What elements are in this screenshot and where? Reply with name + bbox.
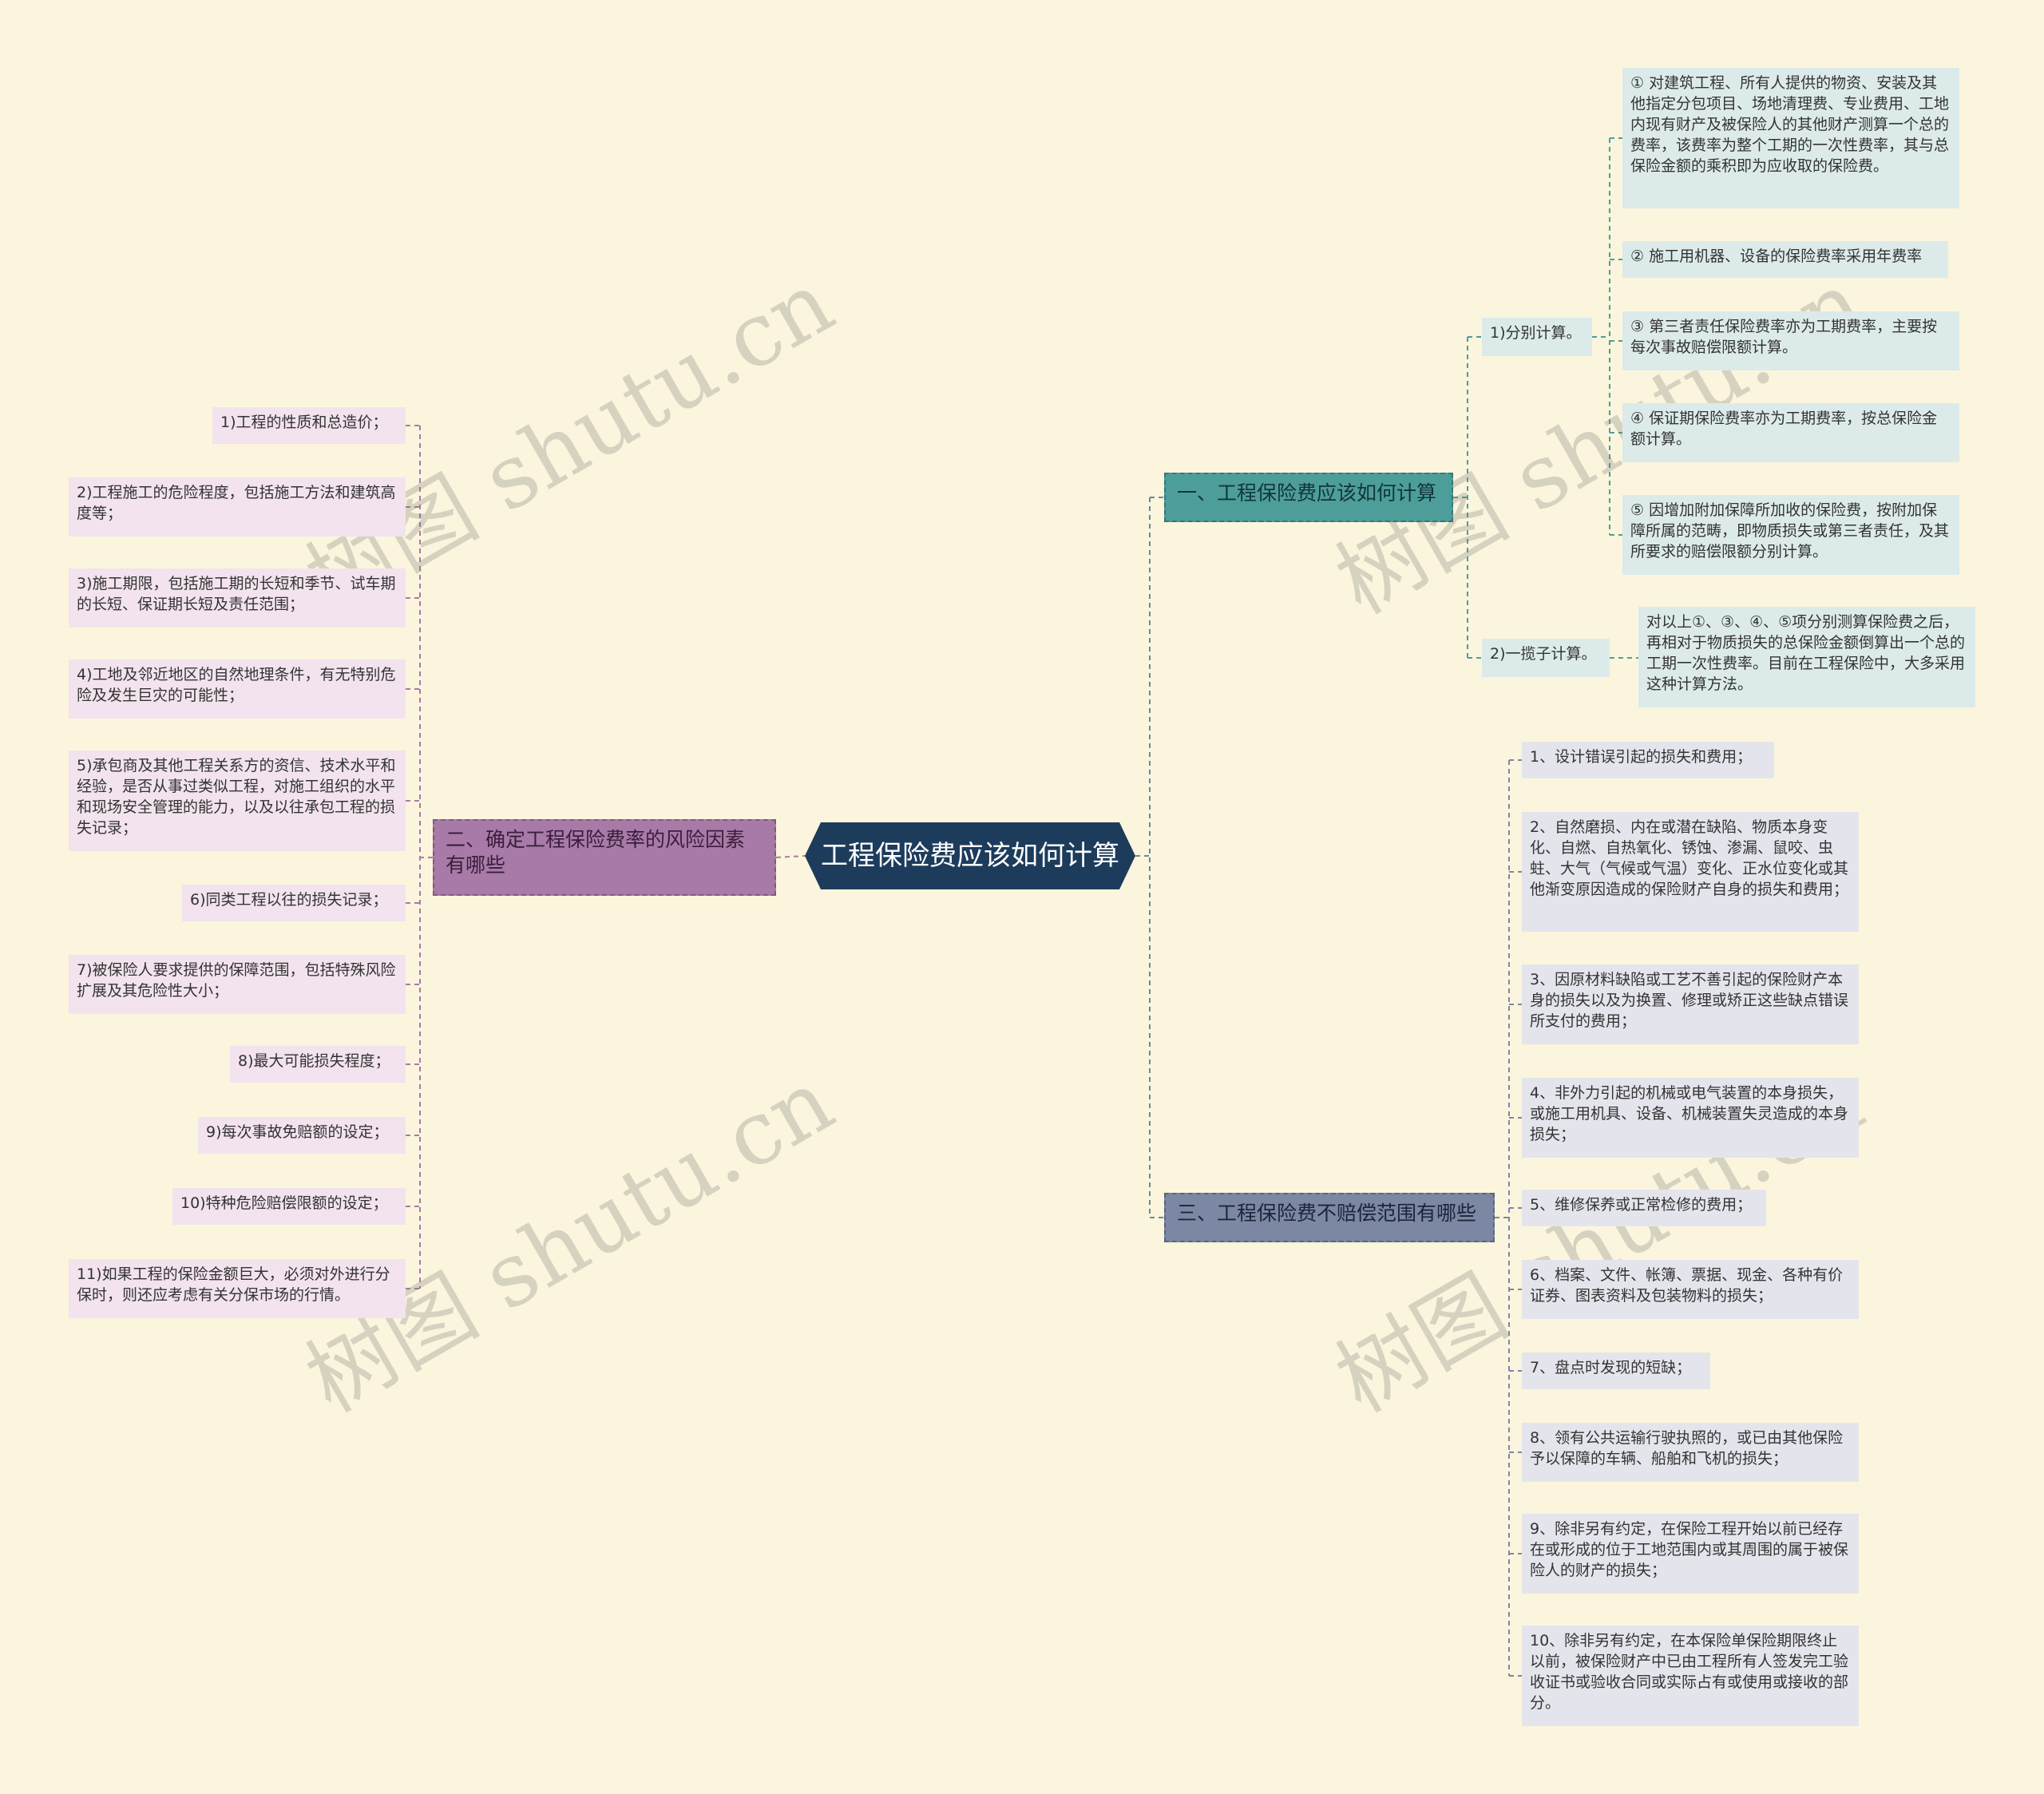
branch-3-item-1[interactable]: 1、设计错误引起的损失和费用；: [1522, 742, 1774, 778]
branch-1-sub-separate[interactable]: 1)分别计算。: [1482, 318, 1592, 356]
branch-2-item-7[interactable]: 7)被保险人要求提供的保障范围，包括特殊风险扩展及其危险性大小；: [69, 955, 406, 1014]
branch-3-item-2[interactable]: 2、自然磨损、内在或潜在缺陷、物质本身变化、自燃、自热氧化、锈蚀、渗漏、鼠咬、虫…: [1522, 812, 1859, 932]
branch-2-item-8[interactable]: 8)最大可能损失程度；: [230, 1046, 406, 1083]
branch-2-node[interactable]: 二、确定工程保险费率的风险因素有哪些: [433, 819, 776, 896]
branch-3-item-10[interactable]: 10、除非另有约定，在本保险单保险期限终止以前，被保险财产中已由工程所有人签发完…: [1522, 1626, 1859, 1726]
branch-1-sub1-item-3[interactable]: ③ 第三者责任保险费率亦为工期费率，主要按每次事故赔偿限额计算。: [1622, 311, 1959, 370]
branch-2-item-5[interactable]: 5)承包商及其他工程关系方的资信、技术水平和经验，是否从事过类似工程，对施工组织…: [69, 750, 406, 851]
branch-2-item-6[interactable]: 6)同类工程以往的损失记录；: [182, 885, 406, 921]
branch-3-item-4[interactable]: 4、非外力引起的机械或电气装置的本身损失，或施工用机具、设备、机械装置失灵造成的…: [1522, 1078, 1859, 1158]
branch-2-item-9[interactable]: 9)每次事故免赔额的设定；: [198, 1117, 406, 1154]
branch-1-sub1-item-5[interactable]: ⑤ 因增加附加保障所加收的保险费，按附加保障所属的范畴，即物质损失或第三者责任，…: [1622, 495, 1959, 575]
branch-1-sub-package[interactable]: 2)一揽子计算。: [1482, 639, 1610, 677]
branch-2-item-2[interactable]: 2)工程施工的危险程度，包括施工方法和建筑高度等；: [69, 477, 406, 537]
branch-2-item-10[interactable]: 10)特种危险赔偿限额的设定；: [172, 1188, 406, 1225]
branch-1-sub1-item-1[interactable]: ① 对建筑工程、所有人提供的物资、安装及其他指定分包项目、场地清理费、专业费用、…: [1622, 68, 1959, 208]
branch-3-item-8[interactable]: 8、领有公共运输行驶执照的，或已由其他保险予以保障的车辆、船舶和飞机的损失；: [1522, 1423, 1859, 1482]
branch-2-item-3[interactable]: 3)施工期限，包括施工期的长短和季节、试车期的长短、保证期长短及责任范围；: [69, 568, 406, 628]
branch-1-node[interactable]: 一、工程保险费应该如何计算: [1164, 473, 1453, 522]
branch-2-item-1[interactable]: 1)工程的性质和总造价；: [212, 407, 406, 444]
branch-3-item-7[interactable]: 7、盘点时发现的短缺；: [1522, 1352, 1710, 1389]
branch-3-item-6[interactable]: 6、档案、文件、帐簿、票据、现金、各种有价证券、图表资料及包装物料的损失；: [1522, 1260, 1859, 1319]
branch-1-sub2-item-1[interactable]: 对以上①、③、④、⑤项分别测算保险费之后，再相对于物质损失的总保险金额倒算出一个…: [1638, 607, 1975, 707]
connector-line: [775, 855, 806, 858]
branch-1-sub1-item-2[interactable]: ② 施工用机器、设备的保险费率采用年费率: [1622, 241, 1948, 278]
branch-2-item-11[interactable]: 11)如果工程的保险金额巨大，必须对外进行分保时，则还应考虑有关分保市场的行情。: [69, 1259, 406, 1318]
branch-3-item-9[interactable]: 9、除非另有约定，在保险工程开始以前已经存在或形成的位于工地范围内或其周围的属于…: [1522, 1514, 1859, 1594]
branch-3-item-3[interactable]: 3、因原材料缺陷或工艺不善引起的保险财产本身的损失以及为换置、修理或矫正这些缺点…: [1522, 964, 1859, 1044]
branch-1-sub1-item-4[interactable]: ④ 保证期保险费率亦为工期费率，按总保险金额计算。: [1622, 403, 1959, 462]
branch-2-item-4[interactable]: 4)工地及邻近地区的自然地理条件，有无特别危险及发生巨灾的可能性；: [69, 659, 406, 719]
branch-3-node[interactable]: 三、工程保险费不赔偿范围有哪些: [1164, 1193, 1495, 1242]
root-node[interactable]: 工程保险费应该如何计算: [805, 822, 1135, 889]
branch-3-item-5[interactable]: 5、维修保养或正常检修的费用；: [1522, 1190, 1766, 1226]
